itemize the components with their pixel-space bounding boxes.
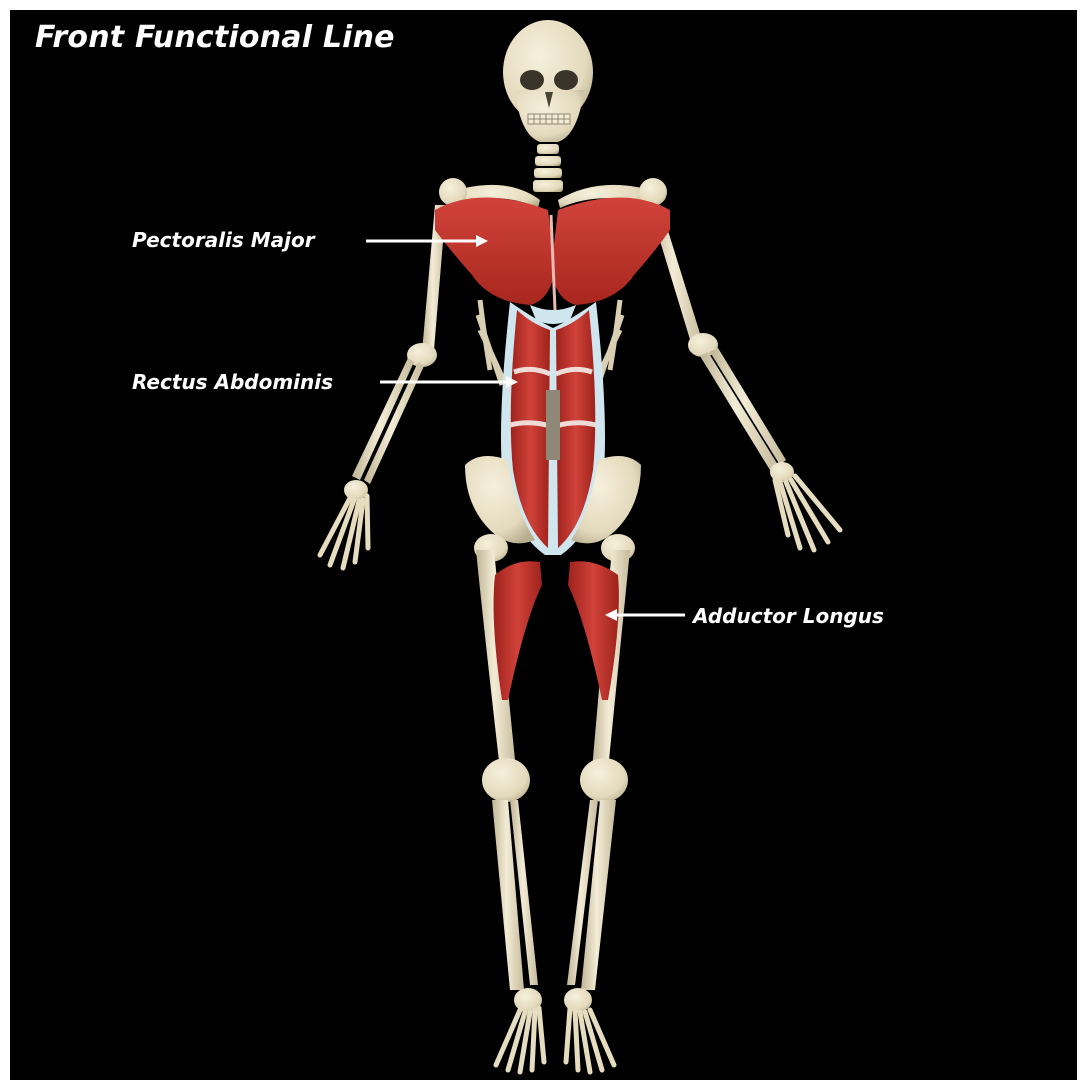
left-arm bbox=[320, 205, 446, 568]
diagram-title: Front Functional Line bbox=[35, 20, 395, 55]
adductor-longus bbox=[494, 561, 619, 700]
label-adductor-longus: Adductor Longus bbox=[693, 604, 884, 628]
cervical-spine bbox=[533, 144, 563, 192]
diagram-panel: Front Functional Line Pectoralis Major R… bbox=[10, 10, 1077, 1080]
right-arm bbox=[650, 205, 840, 550]
skull bbox=[503, 20, 593, 142]
skeleton-figure bbox=[10, 10, 1077, 1080]
label-pectoralis-major: Pectoralis Major bbox=[132, 228, 315, 252]
pectoralis-major bbox=[435, 198, 670, 325]
label-rectus-abdominis: Rectus Abdominis bbox=[132, 370, 333, 394]
